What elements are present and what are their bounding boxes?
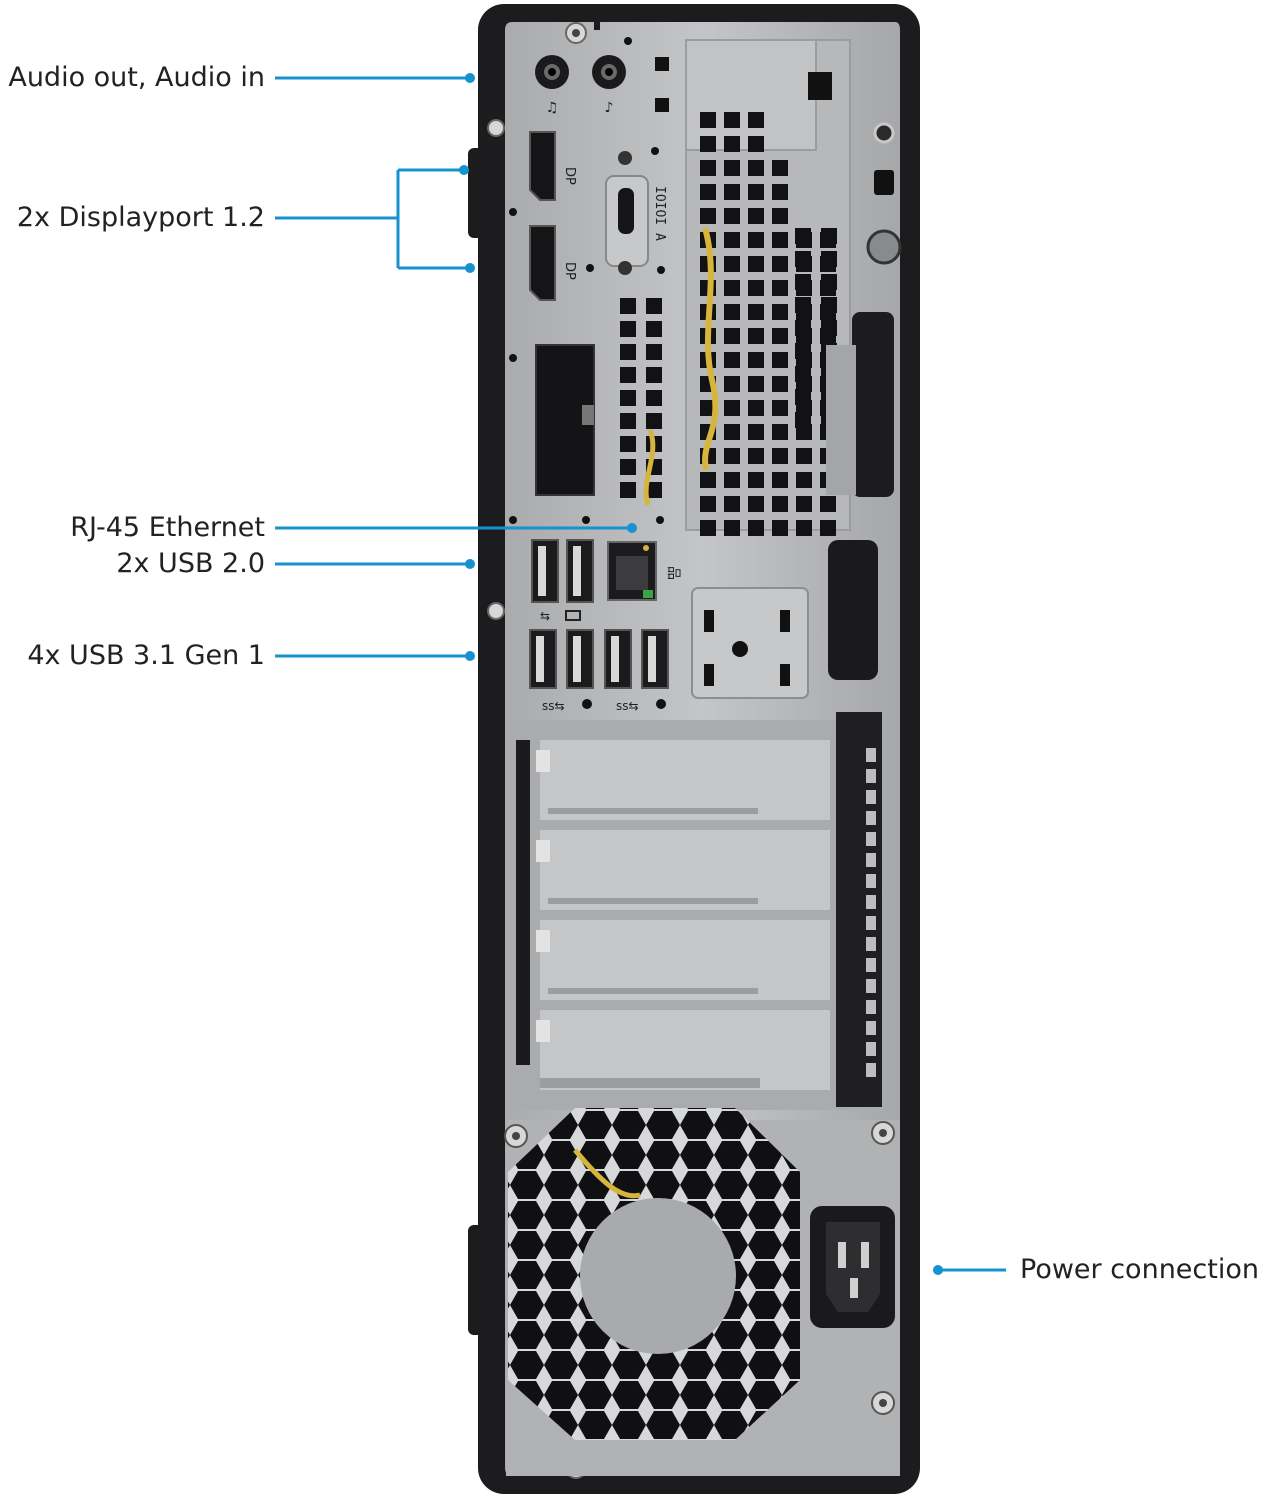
displayport-label: 2x Displayport 1.2 [16,202,265,233]
displayport-icon: DP [562,262,577,280]
middle-vent-grid [620,228,837,498]
headphone-icon: ♫ [546,100,559,116]
usb3-label: 4x USB 3.1 Gen 1 [27,640,265,671]
superspeed-usb-icon: ss⇆ [542,699,565,713]
usb-2-ports: ⇆ [531,539,594,623]
audio-jacks: ♫ ♪ [535,55,626,116]
usb-3-ports: ss⇆ ss⇆ [529,629,669,713]
power-label: Power connection [1020,1254,1259,1285]
padlock-icon [732,641,748,657]
ethernet-label: RJ-45 Ethernet [70,512,265,543]
expansion-slots [536,740,830,1090]
displayport-icon: DP [562,167,577,185]
serial-port-mark: IOIOI A [652,186,667,241]
network-icon: 品 [665,566,681,580]
padlock-plate [691,587,809,699]
displayport-connectors: DP DP [529,131,577,301]
kensington-lock-slot [828,540,878,680]
chassis-side-bump-top [468,148,484,238]
audio-label: Audio out, Audio in [8,62,265,93]
audio-callout-dot [465,73,475,83]
superspeed-usb-icon: ss⇆ [616,699,639,713]
rj45-ethernet-port: 品 [607,541,681,601]
usb2-label: 2x USB 2.0 [116,548,265,579]
usb-icon: ⇆ [540,609,550,623]
microphone-icon: ♪ [605,100,614,116]
power-socket [810,1206,895,1328]
vent-cover-plate [685,39,817,151]
callout-lines [275,73,1006,1275]
chassis-side-bump-bottom [468,1225,484,1335]
upper-vent-grid [700,112,836,536]
